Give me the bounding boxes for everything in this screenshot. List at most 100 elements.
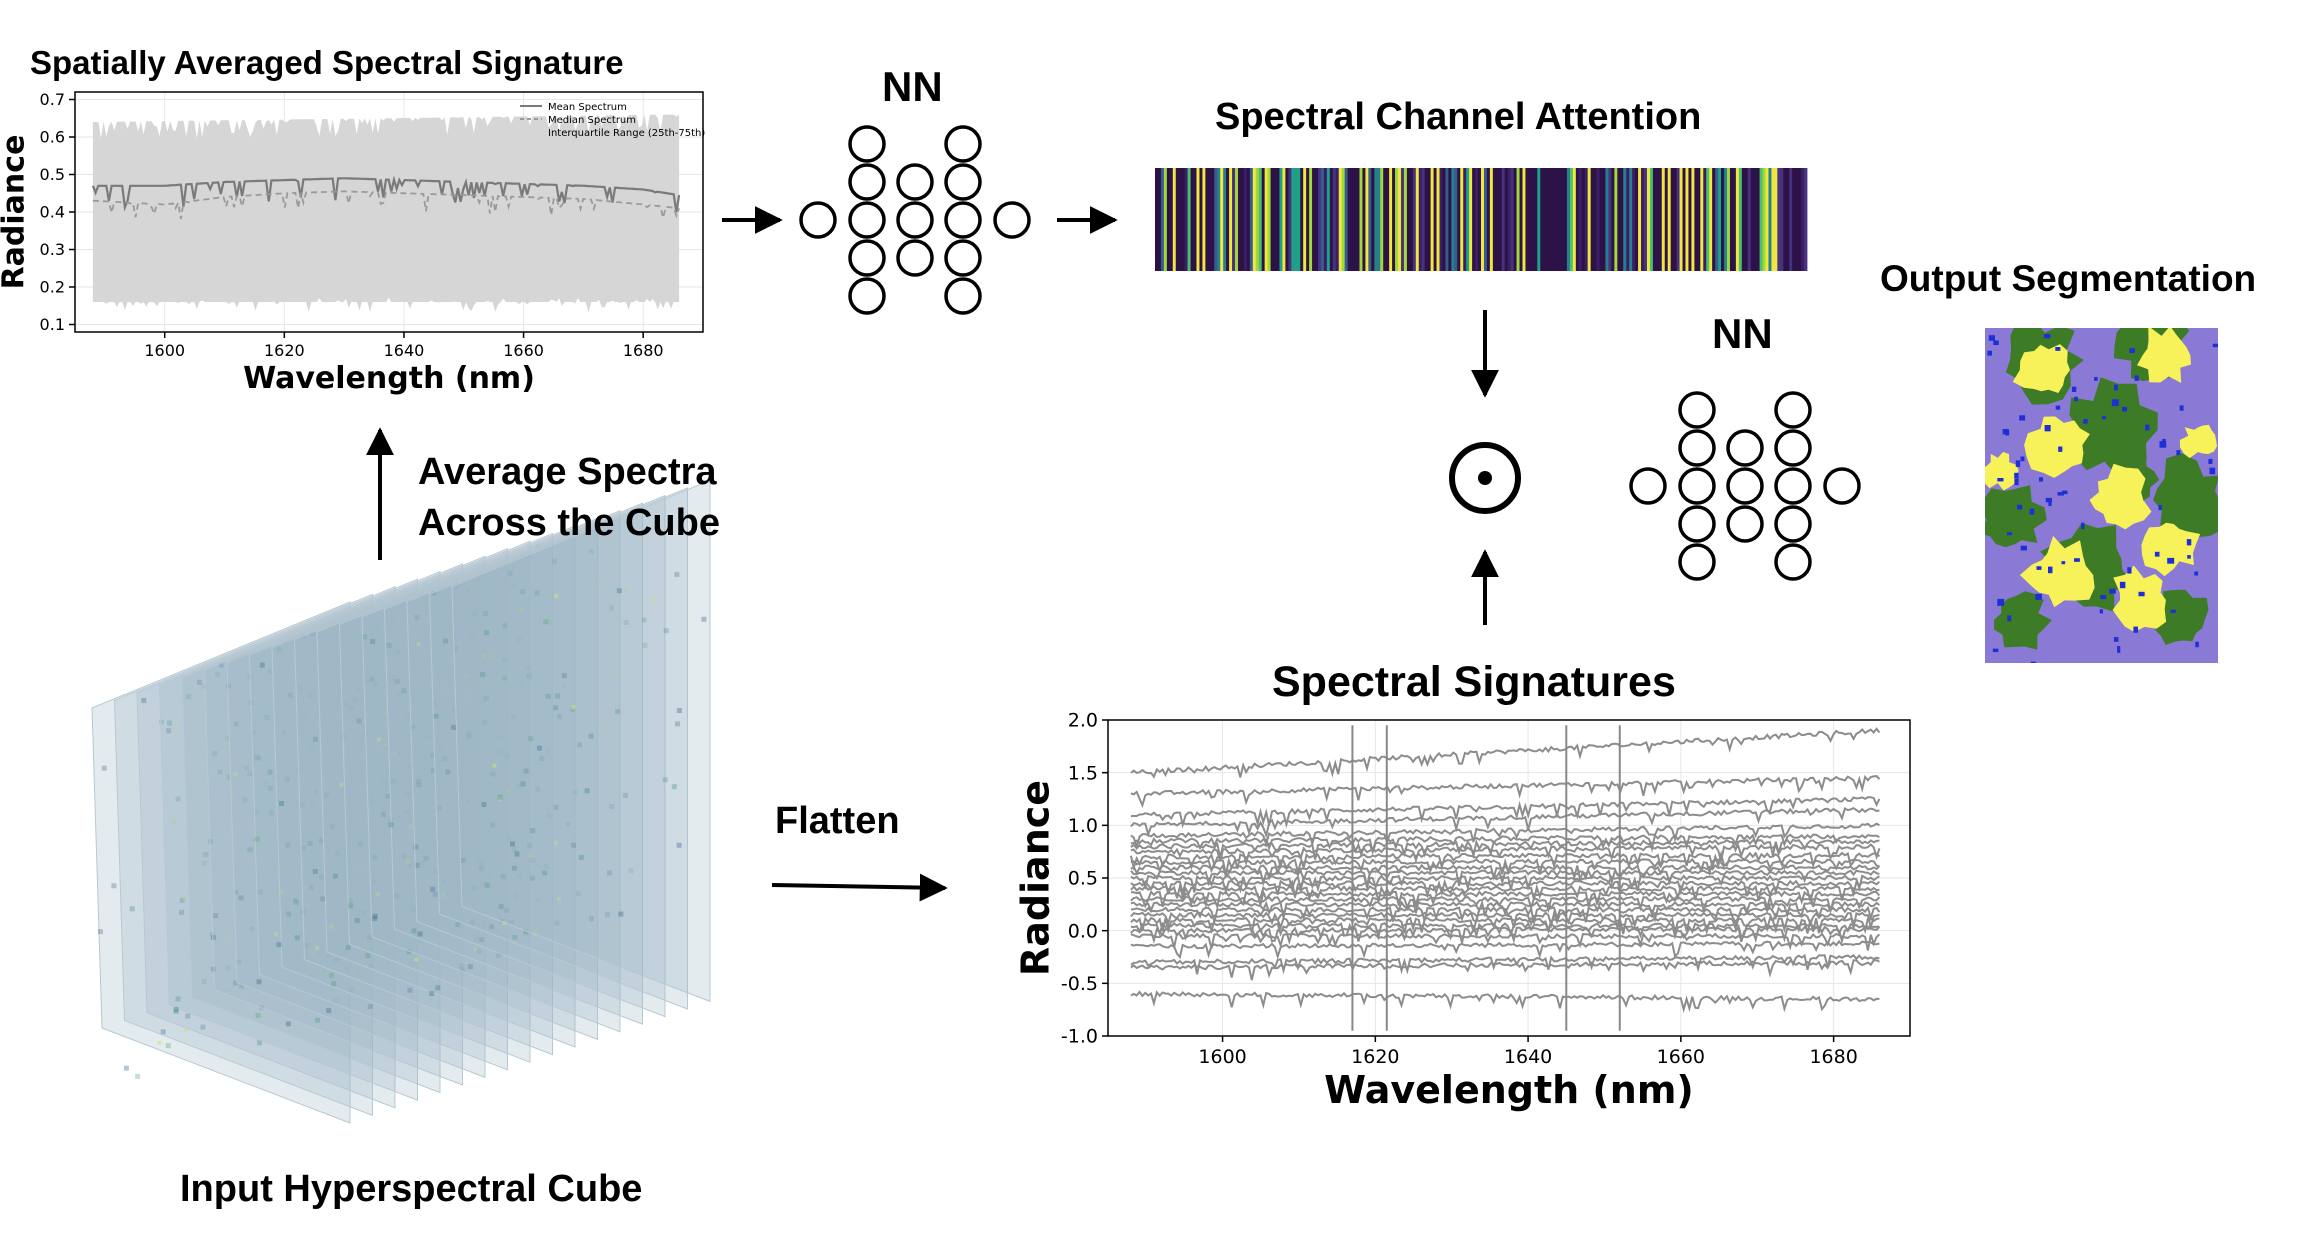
segmentation-pixel <box>2179 405 2184 411</box>
attention-channel <box>1395 168 1399 271</box>
cube-pixel <box>355 970 361 976</box>
cube-pixel <box>218 662 224 668</box>
attention-channel <box>1255 168 1260 271</box>
cube-pixel <box>381 830 387 836</box>
segmentation-region <box>2067 377 2158 477</box>
cube-pixel <box>201 978 207 984</box>
attention-channel <box>1652 168 1657 271</box>
cube-pixel <box>662 777 668 783</box>
segmentation-pixel <box>2036 566 2042 570</box>
segmentation-pixel <box>2020 456 2025 462</box>
segmentation-pixel <box>2109 588 2116 594</box>
attention-channel <box>1297 168 1301 271</box>
neuron-node <box>896 239 934 277</box>
segmentation-pixel <box>2030 661 2036 663</box>
attention-channel <box>1590 168 1595 271</box>
segmentation-region <box>2089 463 2152 530</box>
attention-channel <box>1202 168 1206 271</box>
segmentation-region <box>2141 522 2201 577</box>
cube-highlight-pixel <box>528 853 533 858</box>
cube-slice <box>181 570 441 1094</box>
plot-frame <box>1107 719 1911 1037</box>
attention-channel <box>1312 168 1316 271</box>
output-segmentation-map <box>1985 328 2218 663</box>
cube-highlight-pixel <box>554 594 559 599</box>
cube-pixel <box>554 920 560 926</box>
cube-pixel <box>101 765 107 771</box>
attention-channel <box>1546 168 1550 271</box>
cube-pixel <box>440 660 446 665</box>
neuron-node <box>944 277 982 315</box>
cube-pixel <box>452 707 458 713</box>
cube-pixel <box>354 918 360 923</box>
attention-channel <box>1457 168 1461 271</box>
cube-pixel <box>416 782 422 788</box>
cube-pixel <box>370 638 376 644</box>
cube-pixel <box>247 771 253 777</box>
cube-pixel <box>256 756 262 761</box>
cube-pixel <box>390 778 396 784</box>
segmentation-pixel <box>2007 615 2012 622</box>
cube-highlight-pixel <box>492 763 497 768</box>
cube-pixel <box>173 1008 179 1014</box>
segmentation-pixel <box>2159 441 2167 448</box>
neuron-node <box>848 201 886 239</box>
attention-channel <box>1655 168 1660 271</box>
attention-channel <box>1383 168 1387 271</box>
attention-channel <box>1715 168 1719 271</box>
x-tick-label: 1640 <box>1504 1046 1552 1068</box>
segmentation-region <box>2137 328 2191 383</box>
cube-pixel <box>468 632 474 638</box>
cube-pixel <box>97 929 103 935</box>
cube-slice <box>203 563 463 1086</box>
x-tick-label: 1620 <box>264 341 305 360</box>
segmentation-pixel <box>2099 609 2104 614</box>
attention-channel <box>1596 168 1600 271</box>
attention-channel <box>1220 168 1224 271</box>
attention-channel <box>1697 168 1701 271</box>
cube-pixel <box>528 736 534 742</box>
cube-pixel <box>345 945 351 950</box>
neuron-node <box>1629 467 1667 505</box>
attention-channel <box>1753 168 1758 271</box>
cube-pixel <box>516 637 522 643</box>
cube-pixel <box>414 862 420 868</box>
cube-pixel <box>208 839 213 845</box>
cube-pixel <box>542 870 548 876</box>
cube-pixel <box>534 590 540 596</box>
cube-pixel <box>481 802 487 807</box>
cube-highlight-pixel <box>233 772 238 777</box>
attention-channel <box>1759 168 1763 271</box>
cube-pixel <box>430 886 436 892</box>
cube-pixel <box>372 855 378 860</box>
cube-highlight-pixel <box>329 924 334 929</box>
segmentation-pixel <box>2061 561 2066 565</box>
cube-pixel <box>571 842 577 848</box>
attention-channel <box>1214 168 1218 271</box>
signature-line <box>1130 869 1880 887</box>
signature-line <box>1130 959 1880 981</box>
attention-channel <box>1466 168 1470 271</box>
flatten-label: Flatten <box>775 800 900 842</box>
cube-pixel <box>225 965 231 971</box>
attention-channel <box>1724 168 1728 271</box>
segmentation-pixel <box>2029 508 2035 515</box>
neuron-node <box>1678 543 1716 581</box>
attention-channel <box>1237 168 1242 271</box>
attention-channel <box>1439 168 1443 271</box>
cube-pixel <box>676 842 682 848</box>
attention-channel <box>1768 168 1772 271</box>
y-tick-label: 2.0 <box>1068 710 1098 732</box>
cube-pixel <box>359 778 365 784</box>
attention-channel <box>1359 168 1363 271</box>
attention-channel <box>1187 168 1191 271</box>
attention-channel <box>1157 168 1162 271</box>
cube-pixel <box>476 949 482 955</box>
cube-pixel <box>517 874 523 880</box>
cube-pixel <box>175 996 181 1002</box>
cube-pixel <box>417 931 423 937</box>
segmentation-pixel <box>1987 350 1993 356</box>
attention-channel <box>1578 168 1583 271</box>
neuron-node <box>848 125 886 163</box>
attention-channel <box>1279 168 1283 271</box>
